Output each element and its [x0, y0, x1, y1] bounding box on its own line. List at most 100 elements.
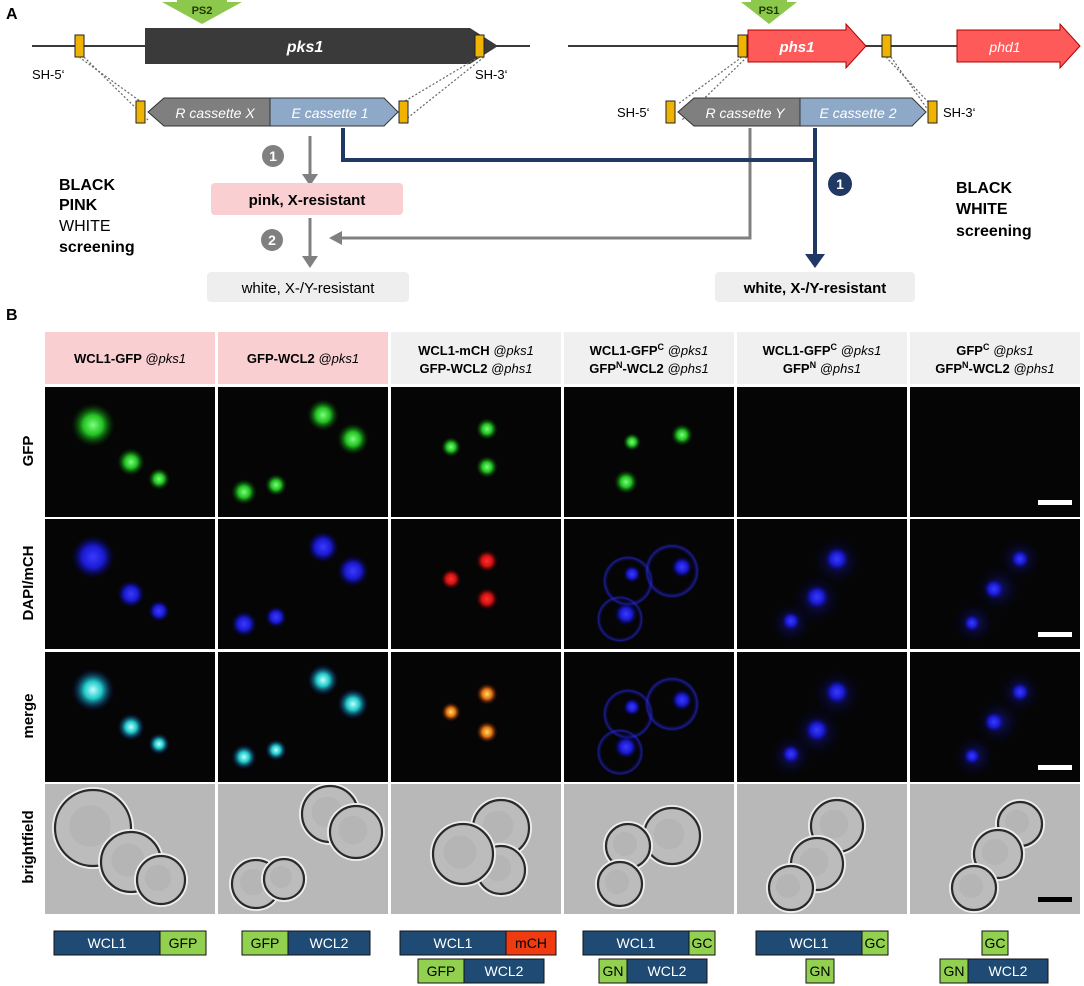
scale-bar — [1038, 897, 1072, 902]
bw-line-1: BLACK — [956, 180, 1012, 197]
construct-4-gn — [598, 958, 628, 984]
flank-5-label-left: SH-5‘ — [32, 67, 65, 82]
micrograph-dapi-mch-col-2 — [218, 519, 388, 649]
row-label-dapi-mch: DAPI/mCH — [20, 545, 37, 620]
flank-3-box-left — [474, 34, 485, 58]
bpw-line-3: WHITE — [59, 218, 111, 235]
construct-diagrams: WCL1 GFP GFP WCL2 WCL1 mCH GFP WCL2 WCL1… — [53, 930, 1049, 984]
gene-pks1-arrow — [145, 28, 498, 64]
scale-bar — [1038, 765, 1072, 770]
micrograph-brightfield-col-3 — [391, 784, 561, 914]
col-header-bg-6 — [910, 332, 1080, 384]
construct-6-gn — [939, 958, 969, 984]
micrograph-dapi-mch-col-3 — [391, 519, 561, 649]
promoter-ps1-label: PS1 — [759, 5, 780, 17]
bw-line-3: screening — [956, 223, 1032, 240]
col-header-4-line-1: WCL1-GFPC @pks1 — [590, 342, 709, 358]
gene-phs1-label: phs1 — [778, 39, 814, 56]
construct-6-gc — [981, 930, 1009, 956]
e-cassette-2 — [799, 97, 927, 127]
col-header-bg-4 — [564, 332, 734, 384]
svg-text:1: 1 — [269, 148, 277, 164]
micrograph-brightfield-col-4 — [564, 784, 734, 914]
promoter-ps2-arrow — [162, 0, 242, 24]
micrograph-gfp-col-5 — [737, 387, 907, 517]
gene-phs1-arrow — [747, 22, 867, 70]
pink-result-box — [211, 183, 403, 215]
col-header-6-line-2: GFPN-WCL2 @phs1 — [935, 360, 1054, 376]
svg-text:GFP: GFP — [251, 935, 280, 951]
locus-phs1: phs1 phd1 PS1 R cassette Y E cassette 2 … — [568, 0, 1081, 127]
svg-text:WCL2: WCL2 — [648, 963, 687, 979]
col-header-6-line-1: GFPC @pks1 — [956, 342, 1034, 358]
micrograph-gfp-col-6 — [910, 387, 1080, 517]
bpw-line-2: PINK — [59, 197, 98, 214]
step-1-badge-right — [828, 172, 852, 196]
flank-3-label-left: SH-3‘ — [475, 67, 508, 82]
e-cassette-1-label: E cassette 1 — [291, 105, 368, 121]
micrograph-merge-col-1 — [45, 652, 215, 782]
e-cassette-1 — [269, 97, 399, 127]
step-2-badge — [261, 229, 283, 251]
construct-4-gc — [688, 930, 716, 956]
micrograph-brightfield-col-1 — [45, 784, 215, 914]
construct-5-gc — [861, 930, 889, 956]
micrograph-brightfield-col-2 — [218, 784, 388, 914]
col-header-bg-2 — [218, 332, 388, 384]
col-header-3-line-1: WCL1-mCH @pks1 — [418, 343, 534, 358]
white-result-label-right: white, X-/Y-resistant — [743, 280, 887, 297]
white-result-box-left — [207, 272, 409, 302]
svg-text:GN: GN — [810, 963, 831, 979]
r-cassette-y-label: R cassette Y — [705, 105, 786, 121]
construct-5-wcl1 — [755, 930, 863, 956]
col-header-bg-5 — [737, 332, 907, 384]
construct-3-mch — [505, 930, 557, 956]
svg-text:WCL1: WCL1 — [88, 935, 127, 951]
pink-result-label: pink, X-resistant — [249, 192, 366, 209]
svg-text:2: 2 — [268, 232, 276, 248]
svg-text:WCL2: WCL2 — [989, 963, 1028, 979]
screening-flow: 1 pink, X-resistant 2 white, X-/Y-resist… — [59, 128, 1032, 302]
col-header-4-line-2: GFPN-WCL2 @phs1 — [589, 360, 708, 376]
row-label-gfp: GFP — [20, 436, 37, 467]
micrograph-merge-col-5 — [737, 652, 907, 782]
micrograph-merge-col-3 — [391, 652, 561, 782]
construct-2-gfp — [241, 930, 289, 956]
white-result-box-right — [715, 272, 915, 302]
flank-5-box-left — [74, 34, 85, 58]
col-header-bg-1 — [45, 332, 215, 384]
svg-text:GN: GN — [944, 963, 965, 979]
white-result-label-left: white, X-/Y-resistant — [241, 280, 376, 297]
col-header-3-line-2: GFP-WCL2 @phs1 — [420, 361, 533, 376]
micrograph-dapi-mch-col-5 — [737, 519, 907, 649]
bw-line-2: WHITE — [956, 201, 1008, 218]
micrograph-gfp-col-4 — [564, 387, 734, 517]
col-header-5-line-2: GFPN @phs1 — [783, 360, 861, 376]
construct-4-wcl1 — [582, 930, 690, 956]
svg-text:GC: GC — [865, 935, 886, 951]
micrograph-merge-col-2 — [218, 652, 388, 782]
column-headers: WCL1-GFP @pks1 GFP-WCL2 @pks1 WCL1-mCH @… — [45, 332, 1080, 384]
panel-a-label: A — [6, 6, 18, 23]
micrograph-dapi-mch-col-6 — [910, 519, 1080, 649]
construct-5-gn — [805, 958, 835, 984]
micrograph-merge-col-4 — [564, 652, 734, 782]
row-label-brightfield: brightfield — [20, 810, 37, 883]
gene-phd1-label: phd1 — [988, 39, 1020, 55]
r-cassette-x-label: R cassette X — [175, 105, 255, 121]
svg-text:mCH: mCH — [515, 935, 547, 951]
row-labels: GFP DAPI/mCH merge brightfield — [20, 436, 37, 884]
construct-3-wcl1 — [399, 930, 507, 956]
micrograph-brightfield-col-5 — [737, 784, 907, 914]
micrograph-dapi-mch-col-4 — [564, 519, 734, 649]
construct-1-gfp — [159, 930, 207, 956]
micrograph-grid — [45, 387, 1080, 914]
svg-text:GC: GC — [985, 935, 1006, 951]
micrograph-dapi-mch-col-1 — [45, 519, 215, 649]
col-header-5-line-1: WCL1-GFPC @pks1 — [763, 342, 882, 358]
step-1-badge-left — [262, 145, 284, 167]
bpw-line-1: BLACK — [59, 177, 115, 194]
gene-pks1-label: pks1 — [286, 39, 324, 56]
bpw-line-4: screening — [59, 239, 135, 256]
construct-3-gfp — [417, 958, 465, 984]
